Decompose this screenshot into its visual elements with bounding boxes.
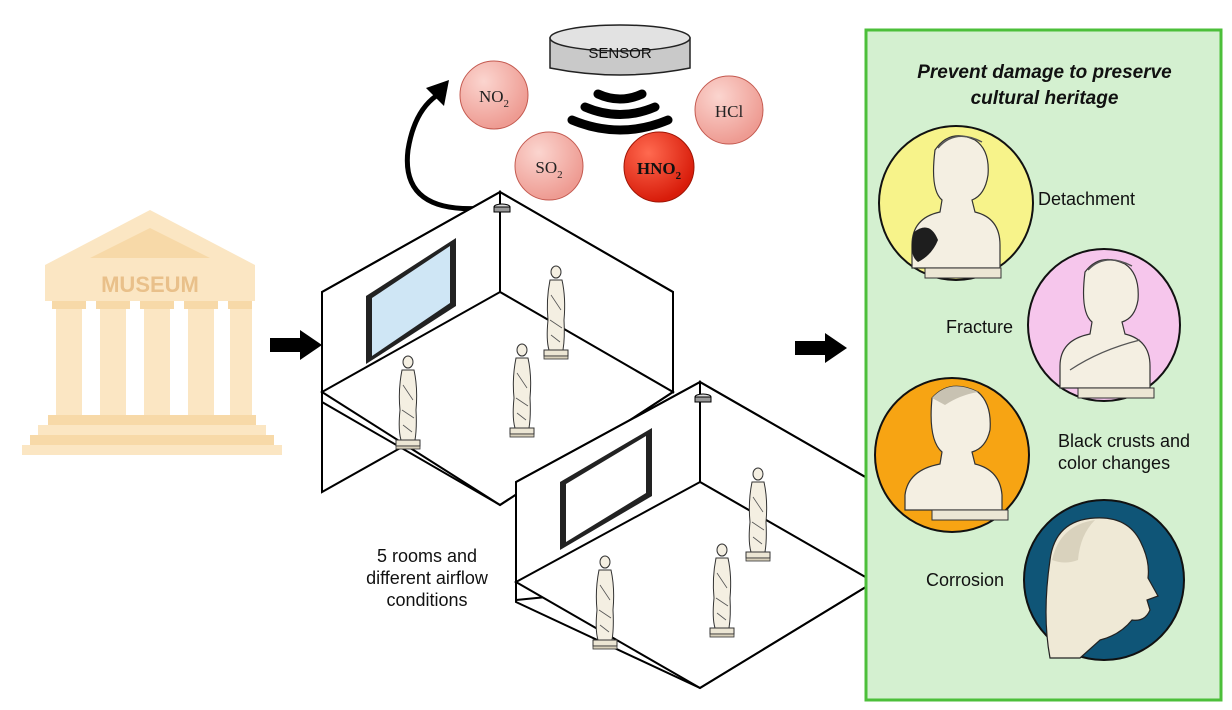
- damage-label-fracture-line-1: Fracture: [946, 317, 1014, 337]
- head-profile-icon: [1045, 517, 1159, 659]
- damage-label-corrosion: Corrosion: [926, 569, 1004, 591]
- pollutant-hno2-formula: HNO: [637, 159, 676, 178]
- svg-text:NO2: NO2: [479, 87, 509, 110]
- arrow-right-icon: [795, 333, 847, 363]
- arrow-right-icon: [270, 330, 322, 360]
- rooms-caption: 5 rooms and different airflow conditions: [342, 545, 512, 611]
- pollutant-no2: NO2: [459, 60, 529, 130]
- rooms-caption-line-1: 5 rooms and: [376, 546, 478, 566]
- pollutant-hno2-subscript: 2: [676, 170, 682, 182]
- damage-label-detachment-line-1: Detachment: [1038, 189, 1136, 209]
- panel-title-line-1: Prevent damage to preserve: [917, 62, 1172, 83]
- bust-icon: [904, 385, 1009, 521]
- rooms-caption-line-3: conditions: [386, 590, 468, 610]
- pollutant-hcl: HCl: [694, 75, 764, 145]
- room-1: [320, 190, 675, 507]
- damage-label-black-crusts-line-2: color changes: [1058, 453, 1171, 473]
- damage-fracture-image: [1027, 248, 1181, 402]
- damage-black-crusts-image: [874, 377, 1030, 533]
- pollutant-so2: SO2: [514, 131, 584, 201]
- damage-corrosion-image: [1023, 499, 1185, 661]
- pollutant-so2-subscript: 2: [557, 169, 563, 181]
- room-sensor-icon: [493, 203, 511, 213]
- bust-icon: [911, 135, 1002, 279]
- pollutant-so2-formula: SO: [535, 158, 557, 177]
- window-icon: [366, 238, 456, 364]
- damage-detachment-image: [878, 125, 1034, 281]
- svg-text:SO2: SO2: [535, 158, 562, 181]
- curved-arrow-icon: [404, 80, 487, 212]
- damage-panel: [864, 28, 1223, 702]
- damage-label-black-crusts: Black crusts and color changes: [1058, 430, 1190, 474]
- svg-text:HNO2: HNO2: [637, 159, 682, 182]
- museum-label: MUSEUM: [101, 272, 199, 297]
- room-sensor-icon: [694, 393, 712, 403]
- damage-label-fracture: Fracture: [946, 316, 1013, 338]
- room-2: [513, 380, 876, 690]
- sensor-label: SENSOR: [588, 45, 652, 62]
- signal-waves-icon: [567, 89, 673, 135]
- pollutant-hno2: HNO2: [623, 131, 695, 203]
- pollutant-hcl-formula: HCl: [715, 102, 744, 121]
- rooms-caption-line-2: different airflow: [366, 568, 488, 588]
- bust-icon: [1059, 258, 1155, 399]
- sensor-device-icon: SENSOR: [549, 24, 691, 76]
- damage-label-detachment: Detachment: [1038, 188, 1135, 210]
- pollutant-no2-formula: NO: [479, 87, 504, 106]
- window-icon: [560, 428, 652, 550]
- pollutant-no2-subscript: 2: [504, 98, 510, 110]
- damage-label-black-crusts-line-1: Black crusts and: [1058, 431, 1191, 451]
- museum-building-icon: MUSEUM: [22, 210, 282, 455]
- panel-title: Prevent damage to preserve cultural heri…: [872, 60, 1217, 112]
- panel-title-line-2: cultural heritage: [970, 88, 1119, 109]
- damage-label-corrosion-line-1: Corrosion: [926, 570, 1005, 590]
